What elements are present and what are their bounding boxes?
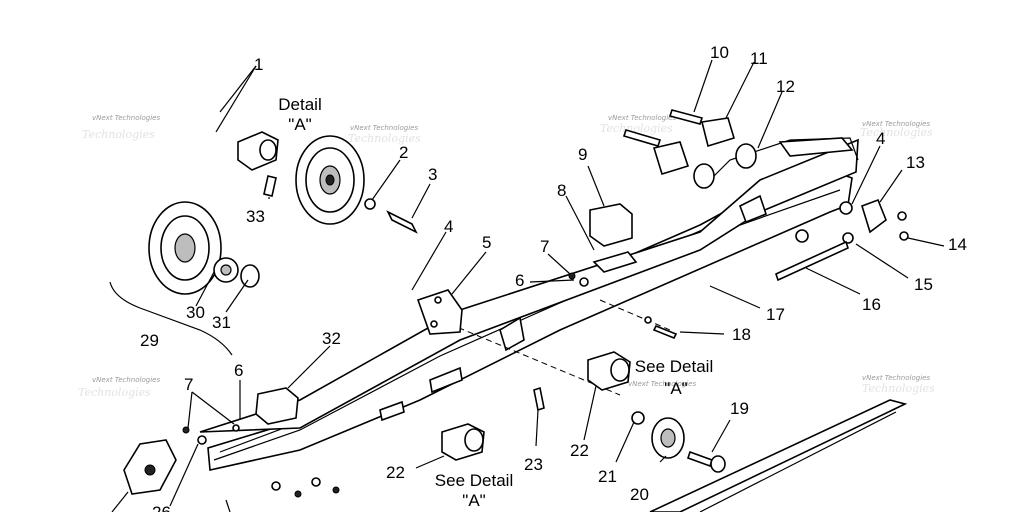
watermark: vNext Technologies [628, 380, 696, 388]
watermark-bg: Technologies [862, 382, 935, 395]
part-bracket [416, 289, 463, 335]
callout-30: 30 [186, 303, 205, 322]
callout-15: 15 [914, 275, 933, 294]
see-detail-lower: See Detail [435, 471, 513, 490]
callout-7-lower: 7 [184, 375, 193, 394]
callout-23: 23 [524, 455, 543, 474]
part-detail-a-lower [441, 351, 631, 461]
callout-12: 12 [776, 77, 795, 96]
callout-6-lower: 6 [234, 361, 243, 380]
see-detail-right-ref: "A" [664, 379, 687, 398]
watermark: vNext Technologies [350, 124, 418, 132]
part-wheel-assembly [109, 201, 260, 356]
watermark-bg: Technologies [860, 126, 933, 139]
detail-a-title-ref: "A" [288, 115, 311, 134]
callout-18: 18 [732, 325, 751, 344]
part-block-32 [255, 387, 299, 425]
callout-3: 3 [428, 165, 437, 184]
callout-19: 19 [730, 399, 749, 418]
callout-16: 16 [862, 295, 881, 314]
callout-11: 11 [750, 49, 768, 68]
callout-9: 9 [578, 145, 587, 164]
slide-rail [199, 137, 908, 512]
callout-22-left: 22 [386, 463, 405, 482]
part-cap-block [568, 203, 638, 287]
callout-32: 32 [322, 329, 341, 348]
watermark-bg: Technologies [348, 132, 421, 145]
callout-14: 14 [948, 235, 967, 254]
part-small-hardware [631, 316, 726, 473]
callout-5: 5 [482, 233, 491, 252]
callout-13: 13 [906, 153, 925, 172]
callout-7: 7 [540, 237, 549, 256]
watermark-bg: Technologies [82, 128, 155, 141]
callout-21: 21 [598, 467, 617, 486]
callout-2: 2 [399, 143, 408, 162]
callout-22: 22 [570, 441, 589, 460]
watermark: vNext Technologies [862, 374, 930, 382]
detail-a-title: Detail [278, 95, 321, 114]
watermark: vNext Technologies [862, 120, 930, 128]
part-top-right-hardware [622, 109, 909, 282]
callout-33: 33 [246, 207, 265, 226]
callout-20: 20 [630, 485, 649, 504]
see-detail-lower-ref: "A" [462, 491, 485, 510]
callout-29: 29 [140, 331, 159, 350]
part-bottom-left [123, 424, 340, 512]
leader-lines [111, 59, 945, 512]
watermark-bg: Technologies [78, 386, 151, 399]
watermark-bg: Technologies [600, 122, 673, 135]
callout-31: 31 [212, 313, 231, 332]
callout-10: 10 [710, 43, 729, 62]
part-idler-wheel [237, 131, 418, 234]
callout-17: 17 [766, 305, 785, 324]
callout-1: 1 [254, 55, 263, 74]
callout-8: 8 [557, 181, 566, 200]
callout-labels: 1 2 3 4 4 5 6 6 7 7 8 9 10 11 12 13 14 1… [140, 43, 967, 512]
watermark: vNext Technologies [92, 376, 160, 384]
watermark: vNext Technologies [608, 114, 676, 122]
callout-6: 6 [515, 271, 524, 290]
see-detail-right: See Detail [635, 357, 713, 376]
callout-4: 4 [444, 217, 453, 236]
callout-4-top: 4 [876, 129, 885, 148]
watermark: vNext Technologies [92, 114, 160, 122]
callout-26: 26 [152, 503, 171, 512]
